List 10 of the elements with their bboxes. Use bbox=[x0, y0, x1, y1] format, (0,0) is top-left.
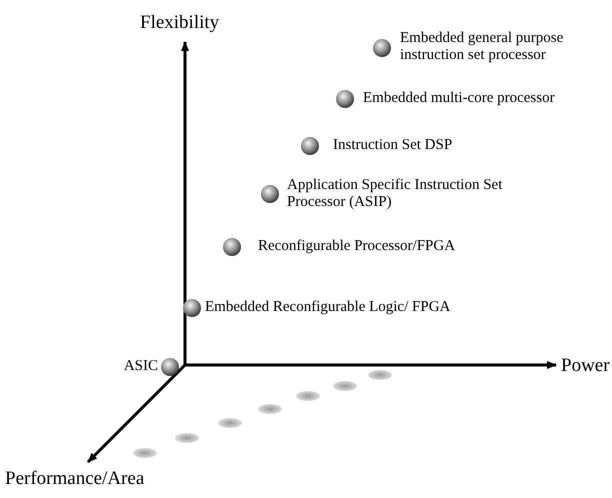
point-label: Embedded multi-core processor bbox=[363, 90, 556, 107]
point-label: Embedded general purpose instruction set processor bbox=[400, 30, 564, 64]
point-label: Reconfigurable Processor/FPGA bbox=[258, 238, 456, 255]
axis-title: Performance/Area bbox=[5, 468, 144, 490]
point-label: ASIC bbox=[124, 358, 158, 375]
axis-title: Flexibility bbox=[140, 12, 220, 34]
point-label: Application Specific Instruction Set Processor (ASIP) bbox=[287, 177, 504, 211]
axis-title: Power bbox=[561, 355, 610, 377]
point-label: Instruction Set DSP bbox=[333, 137, 454, 154]
point-label: Embedded Reconfigurable Logic/ FPGA bbox=[205, 299, 452, 316]
